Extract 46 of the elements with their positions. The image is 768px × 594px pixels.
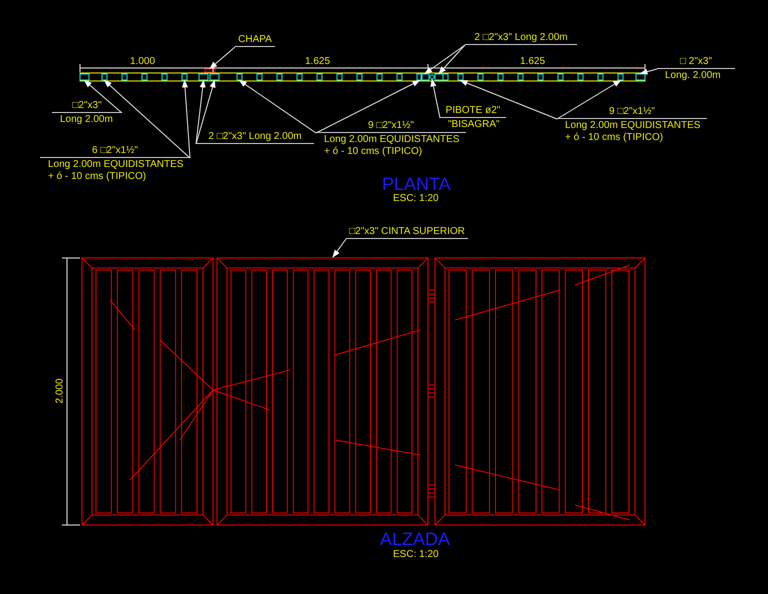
scale-note: ESC: 1:20 bbox=[393, 193, 439, 205]
plate-section bbox=[204, 68, 216, 72]
callout-label: □2"x3" Long 2.00m bbox=[52, 100, 122, 126]
leader-line bbox=[332, 238, 346, 258]
tube-section bbox=[420, 74, 430, 80]
callout-label: □2"x3" CINTA SUPERIOR bbox=[346, 226, 468, 240]
leader-line bbox=[196, 80, 216, 144]
scale-note: ESC: 1:20 bbox=[393, 549, 439, 561]
leader-line bbox=[316, 80, 420, 134]
tube-section bbox=[198, 74, 208, 80]
leader-line bbox=[104, 80, 190, 158]
tube-section bbox=[434, 74, 444, 80]
leader-line bbox=[84, 80, 122, 114]
tube-section bbox=[102, 74, 108, 80]
view-title: PLANTA bbox=[382, 174, 451, 194]
tube-section bbox=[80, 74, 90, 80]
tube-section bbox=[182, 74, 188, 80]
callout-label: 2 □2"x3" Long 2.00m bbox=[465, 32, 577, 46]
tube-section bbox=[210, 74, 220, 80]
leader-line bbox=[460, 80, 558, 120]
dimension-value: 1.625 bbox=[305, 56, 330, 68]
leader-line bbox=[209, 46, 236, 70]
leader-line bbox=[556, 80, 622, 120]
dimension-value: 2.000 bbox=[54, 378, 67, 404]
leader-line bbox=[238, 80, 316, 134]
leader-line bbox=[182, 80, 190, 158]
tube-section bbox=[236, 74, 242, 80]
callout-label: 2 □2"x3" Long 2.00m bbox=[196, 131, 314, 145]
dimension-value: 1.000 bbox=[130, 56, 156, 68]
view-title: ALZADA bbox=[380, 529, 450, 549]
dimension-value: 1.625 bbox=[520, 56, 546, 68]
callout-label: 9 □2"x1½" Long 2.00m EQUIDISTANTES + ó - 10 cms (TIPICO) bbox=[557, 106, 707, 144]
leader-line bbox=[196, 80, 206, 144]
callout-label: □ 2"x3" Long. 2.00m bbox=[657, 56, 735, 82]
callout-label: CHAPA bbox=[235, 34, 275, 48]
callout-label: PIBOTE ø2" "BISAGRA" bbox=[440, 105, 506, 131]
leader-line bbox=[640, 68, 658, 75]
leader-line bbox=[438, 44, 466, 74]
leader-line bbox=[430, 78, 440, 118]
tube-section bbox=[416, 74, 422, 80]
tube-section bbox=[458, 74, 464, 80]
callout-label: 6 □2"x1½" Long 2.00m EQUIDISTANTES + ó - 10 cms (TIPICO) bbox=[40, 145, 190, 183]
leader-line bbox=[424, 44, 466, 74]
pivot-pin bbox=[430, 74, 434, 80]
tube-section bbox=[618, 74, 624, 80]
tube-section bbox=[636, 74, 646, 80]
